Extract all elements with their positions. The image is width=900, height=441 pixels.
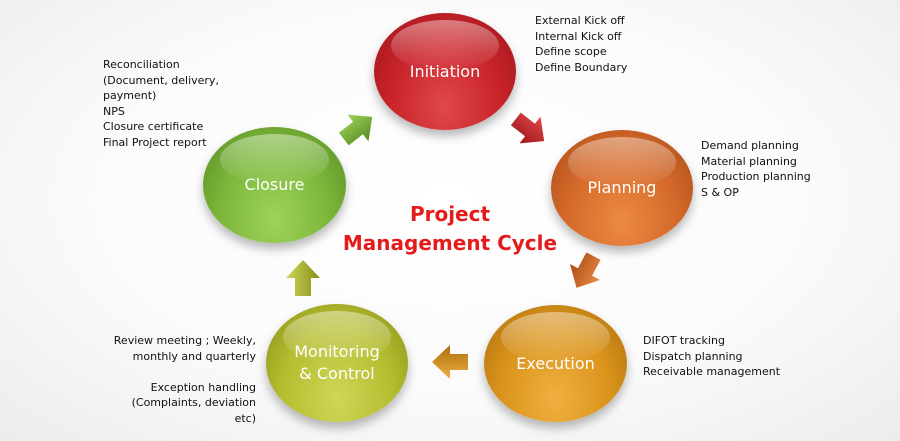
closure-notes: Reconciliation (Document, delivery, paym… — [103, 57, 219, 150]
stage-planning: Planning — [551, 130, 693, 246]
note-item: DIFOT tracking — [643, 334, 725, 347]
planning-notes: Demand planning Material planning Produc… — [701, 138, 811, 200]
note-item: Reconciliation — [103, 58, 180, 71]
note-item: Material planning — [701, 154, 797, 168]
title-line2: Management Cycle — [342, 231, 558, 255]
stage-execution-label: Execution — [516, 353, 595, 373]
initiation-notes: External Kick off Internal Kick off Defi… — [535, 13, 627, 75]
note-item: monthly and quarterly — [132, 349, 256, 363]
note-item: Review meeting ; Weekly, — [113, 334, 256, 347]
note-item: Exception handling — [150, 380, 256, 394]
stage-planning-label: Planning — [587, 178, 657, 197]
stage-initiation-label: Initiation — [409, 61, 481, 81]
note-item: Final Project report — [103, 135, 207, 149]
stage-closure-label: Closure — [244, 175, 305, 194]
note-item: External Kick off — [535, 14, 625, 27]
amber-arrow-icon — [432, 345, 468, 379]
title-line1: Project — [409, 202, 491, 226]
note-item: Demand planning — [701, 139, 799, 152]
note-item: NPS — [103, 104, 125, 118]
note-item: S & OP — [701, 185, 739, 199]
note-item: etc) — [234, 411, 256, 425]
red-arrow-icon — [510, 112, 545, 144]
diagram-title: Project Management Cycle — [330, 200, 570, 258]
stage-monitoring-label-line1: Monitoring — [294, 342, 380, 361]
monitoring-notes: Review meeting ; Weekly, monthly and qua… — [90, 333, 256, 426]
note-item: (Complaints, deviation — [131, 396, 256, 409]
execution-notes: DIFOT tracking Dispatch planning Receiva… — [643, 333, 780, 380]
note-item: Dispatch planning — [643, 349, 743, 363]
stage-execution: Execution — [484, 305, 627, 422]
stage-closure: Closure — [203, 127, 346, 243]
note-item — [90, 364, 256, 380]
stage-monitoring-label-line2: & Control — [299, 364, 375, 383]
note-item: Closure certificate — [103, 120, 204, 133]
note-item: Define Boundary — [535, 60, 628, 74]
green-arrow-icon — [338, 114, 373, 146]
note-item: payment) — [103, 89, 157, 102]
note-item: Define scope — [535, 45, 607, 58]
olive-arrow-icon — [286, 260, 320, 296]
note-item: Internal Kick off — [535, 29, 622, 43]
note-item: Production planning — [701, 170, 811, 183]
note-item: (Document, delivery, — [103, 73, 219, 87]
note-item: Receivable management — [643, 365, 781, 378]
stage-monitoring-control: Monitoring & Control — [266, 304, 408, 422]
stage-initiation: Initiation — [374, 13, 516, 130]
orange-arrow-icon — [569, 252, 601, 288]
